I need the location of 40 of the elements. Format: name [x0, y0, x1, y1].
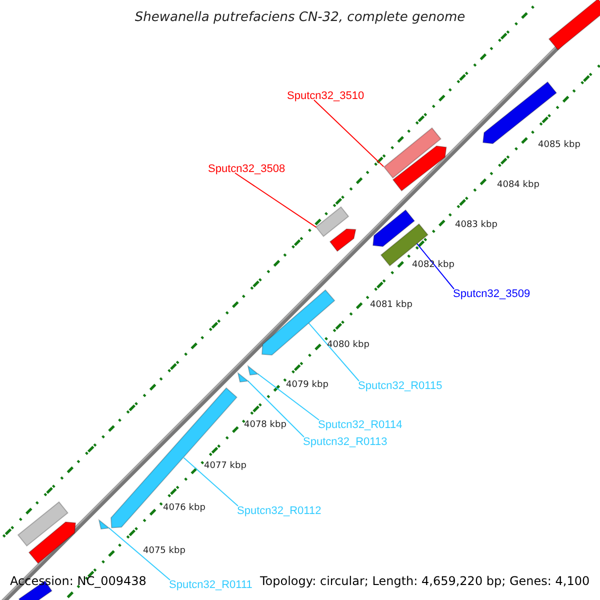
- scale-label: 4077 kbp: [204, 461, 246, 471]
- gene-label: Sputcn32_R0111: [169, 579, 252, 591]
- gene-bar: [18, 502, 68, 546]
- leader-line: [248, 380, 304, 438]
- gene-bar: [548, 0, 600, 50]
- gene-label: Sputcn32_3510: [287, 90, 364, 102]
- scale-label: 4075 kbp: [143, 546, 186, 556]
- gene-bar: [392, 146, 446, 191]
- genome-info-text: Topology: circular; Length: 4,659,220 bp; Genes: 4,100: [260, 574, 590, 588]
- scale-label: 4084 kbp: [497, 180, 540, 190]
- scale-label: 4078 kbp: [244, 420, 286, 430]
- scale-label: 4080 kbp: [327, 340, 370, 350]
- scale-label: 4082 kbp: [412, 260, 454, 270]
- gene-label: Sputcn32_R0112: [237, 505, 322, 517]
- gene-bar: [330, 228, 356, 251]
- leader-line: [108, 528, 170, 580]
- scale-label: 4083 kbp: [455, 220, 498, 230]
- leader-line: [416, 242, 454, 290]
- gene-label: Sputcn32_R0113: [303, 436, 388, 448]
- gene-bar: [384, 128, 440, 178]
- gene-label: Sputcn32_R0114: [318, 419, 402, 431]
- leader-line: [308, 322, 360, 382]
- gene-label: Sputcn32_R0115: [358, 380, 442, 392]
- gene-label: Sputcn32_3508: [208, 163, 286, 175]
- gene-triangle: [99, 520, 109, 529]
- gene-triangle: [248, 366, 258, 375]
- gene-label: Sputcn32_3509: [453, 288, 530, 300]
- scale-label: 4085 kbp: [538, 140, 580, 150]
- leader-line: [258, 374, 320, 420]
- scale-label: 4081 kbp: [370, 300, 412, 310]
- gene-bar: [373, 210, 414, 246]
- accession-text: Accession: NC_009438: [10, 574, 146, 588]
- gene-bar: [316, 207, 349, 237]
- scale-label: 4079 kbp: [286, 380, 328, 390]
- leader-line: [183, 457, 238, 506]
- title: Shewanella putrefaciens CN-32, complete genome: [134, 10, 466, 25]
- scale-label: 4076 kbp: [163, 503, 206, 513]
- gene-triangle: [238, 373, 248, 382]
- leader-line: [234, 172, 317, 228]
- gene-bar: [28, 522, 76, 564]
